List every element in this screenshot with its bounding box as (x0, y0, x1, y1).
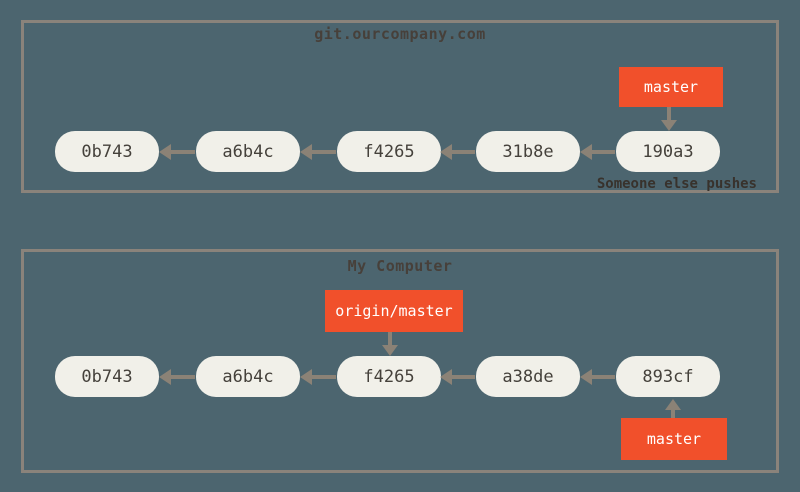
local-master-pointer-arrow (665, 399, 681, 418)
arrow-head-down-icon (661, 120, 677, 131)
parent-arrow (440, 369, 475, 385)
local-master-branch-text: master (646, 430, 702, 448)
someone-else-pushes-annotation: Someone else pushes (596, 176, 757, 192)
server-master-pointer-arrow (661, 107, 677, 131)
arrow-head-left-icon (580, 144, 592, 160)
commit-id: a38de (502, 366, 554, 387)
server-commit-node: f4265 (337, 131, 441, 172)
arrow-shaft (388, 332, 392, 347)
local-commit-node: f4265 (337, 356, 441, 397)
local-commit-node: a6b4c (196, 356, 300, 397)
parent-arrow (580, 144, 615, 160)
arrow-head-left-icon (159, 369, 171, 385)
parent-arrow (159, 369, 195, 385)
arrow-head-left-icon (300, 144, 312, 160)
arrow-head-left-icon (440, 369, 452, 385)
origin-master-pointer-arrow (382, 332, 398, 356)
arrow-shaft (590, 150, 615, 154)
arrow-shaft (310, 375, 336, 379)
arrow-head-left-icon (300, 369, 312, 385)
arrow-shaft (169, 150, 195, 154)
server-commit-node: 31b8e (476, 131, 580, 172)
arrow-head-left-icon (580, 369, 592, 385)
commit-id: f4265 (363, 141, 415, 162)
commit-id: a6b4c (222, 366, 274, 387)
arrow-shaft (169, 375, 195, 379)
arrow-head-down-icon (382, 345, 398, 356)
local-box-title: My Computer (347, 257, 453, 275)
parent-arrow (300, 369, 336, 385)
arrow-head-up-icon (665, 399, 681, 410)
commit-id: 190a3 (642, 141, 694, 162)
server-commit-node: a6b4c (196, 131, 300, 172)
server-box-title: git.ourcompany.com (314, 25, 486, 43)
commit-id: a6b4c (222, 141, 274, 162)
server-box (21, 20, 779, 193)
arrow-shaft (310, 150, 336, 154)
parent-arrow (440, 144, 475, 160)
server-commit-node: 190a3 (616, 131, 720, 172)
arrow-shaft (450, 375, 475, 379)
commit-id: f4265 (363, 366, 415, 387)
commit-id: 0b743 (81, 366, 133, 387)
local-commit-node: 893cf (616, 356, 720, 397)
arrow-shaft (667, 107, 671, 122)
local-master-branch-label: master (621, 418, 727, 460)
arrow-shaft (450, 150, 475, 154)
parent-arrow (300, 144, 336, 160)
parent-arrow (580, 369, 615, 385)
server-master-branch-label: master (619, 67, 723, 107)
local-commit-node: 0b743 (55, 356, 159, 397)
server-master-branch-text: master (643, 78, 699, 96)
local-commit-node: a38de (476, 356, 580, 397)
local-origin-master-text: origin/master (335, 302, 453, 320)
parent-arrow (159, 144, 195, 160)
commit-id: 31b8e (502, 141, 554, 162)
commit-id: 893cf (642, 366, 694, 387)
local-box (21, 249, 779, 473)
arrow-shaft (590, 375, 615, 379)
arrow-head-left-icon (440, 144, 452, 160)
arrow-shaft (671, 408, 675, 418)
server-commit-node: 0b743 (55, 131, 159, 172)
commit-id: 0b743 (81, 141, 133, 162)
arrow-head-left-icon (159, 144, 171, 160)
local-origin-master-label: origin/master (325, 290, 463, 332)
